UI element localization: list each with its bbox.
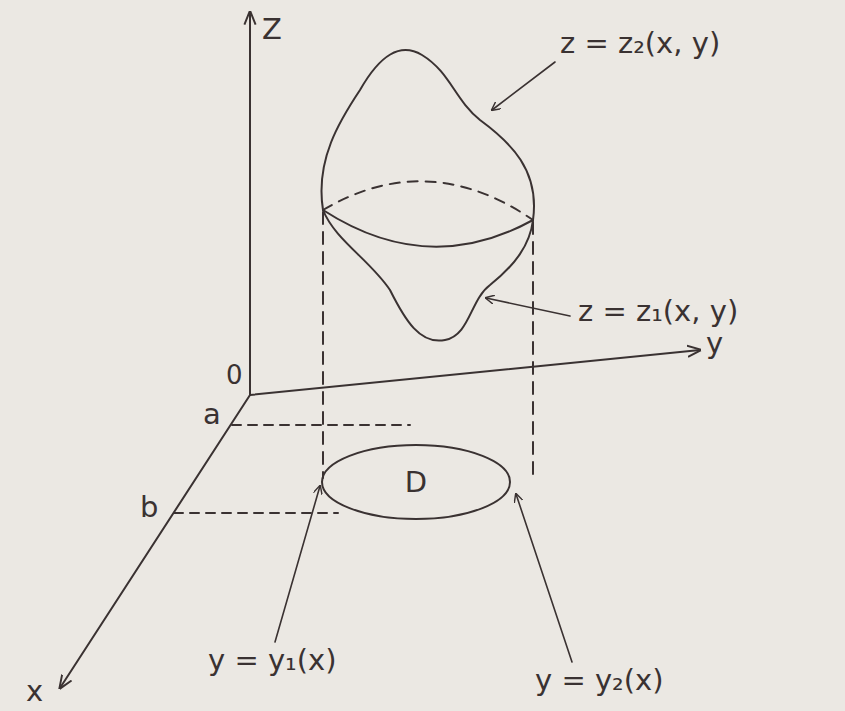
b-dash xyxy=(174,512,338,514)
formula-label: z = z₂(x, y) xyxy=(560,26,720,61)
upper-surface xyxy=(321,50,534,220)
formula-label: y = y₁(x) xyxy=(208,643,336,678)
formula-label: y = y₂(x) xyxy=(535,663,663,698)
rim-back xyxy=(323,181,533,220)
bound-label: b xyxy=(140,490,158,525)
projection-line xyxy=(532,222,534,478)
lower-surface xyxy=(323,210,533,341)
axis-label: y xyxy=(706,326,723,361)
a-dash xyxy=(232,424,410,426)
leader-line xyxy=(492,62,555,110)
region-label: D xyxy=(405,465,427,499)
axis-label: x xyxy=(26,674,43,709)
y-axis xyxy=(250,350,700,395)
bound-label: a xyxy=(203,397,221,432)
leader-line xyxy=(516,494,572,662)
region-ellipse: D xyxy=(321,444,511,520)
z-axis xyxy=(249,12,251,395)
origin-label: 0 xyxy=(226,360,243,391)
formula-label: z = z₁(x, y) xyxy=(578,294,738,329)
axis-label: Z xyxy=(262,12,282,47)
projection-line xyxy=(322,212,324,478)
rim-front xyxy=(323,210,533,247)
leader-line xyxy=(486,298,570,316)
ellipse-shape xyxy=(322,445,510,519)
leader-line xyxy=(275,486,320,642)
